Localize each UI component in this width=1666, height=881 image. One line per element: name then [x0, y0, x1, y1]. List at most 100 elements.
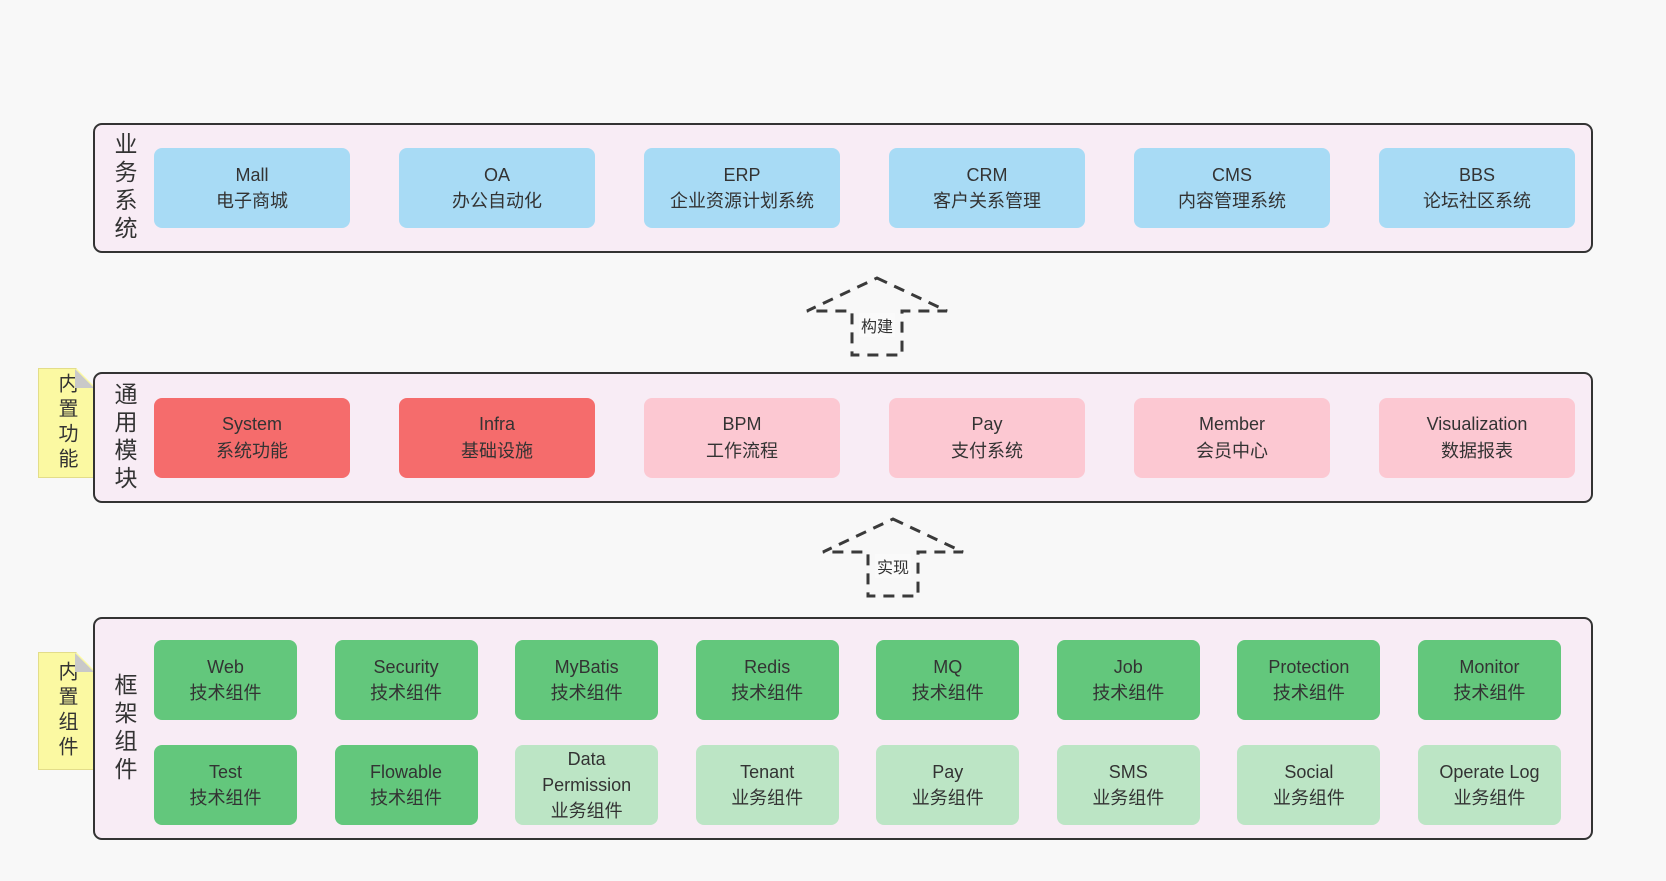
- module-box-social: Social 业务组件: [1237, 745, 1381, 825]
- module-name: Infra: [478, 414, 516, 435]
- module-name: Visualization: [1426, 414, 1528, 435]
- panel-common-modules-title: 通用模块: [111, 381, 137, 494]
- module-caption: 办公自动化: [452, 191, 542, 211]
- module-box-security: Security 技术组件: [334, 640, 478, 720]
- module-box-infra: Infra 基础设施: [399, 397, 595, 478]
- module-box-visualization: Visualization 数据报表: [1379, 397, 1575, 478]
- module-name: MyBatis: [554, 656, 619, 677]
- sticky-note-text: 内置功能: [55, 373, 77, 473]
- module-box-bbs: BBS 论坛社区系统: [1379, 148, 1575, 228]
- module-name: SMS: [1108, 761, 1148, 782]
- module-box-bpm: BPM 工作流程: [644, 397, 840, 478]
- module-name: Mall: [235, 164, 269, 185]
- module-caption: 技术组件: [189, 683, 262, 703]
- module-name: MQ: [933, 656, 963, 677]
- module-name: Data Permission: [542, 748, 632, 795]
- module-name: Operate Log: [1439, 761, 1540, 782]
- module-caption: 会员中心: [1196, 440, 1268, 461]
- module-caption: 支付系统: [951, 440, 1023, 461]
- module-box-mq: MQ 技术组件: [876, 640, 1020, 720]
- module-caption: 电子商城: [216, 191, 288, 211]
- sticky-note-builtin-components: 内置组件: [38, 652, 95, 770]
- arrow-build-label: 构建: [858, 313, 896, 337]
- module-box-member: Member 会员中心: [1134, 397, 1330, 478]
- module-caption: 基础设施: [461, 440, 533, 461]
- module-caption: 业务组件: [1092, 788, 1165, 808]
- panel-framework-components-title: 框架组件: [111, 672, 137, 785]
- module-caption: 工作流程: [706, 440, 778, 461]
- module-caption: 技术组件: [731, 683, 804, 703]
- module-caption: 内容管理系统: [1178, 191, 1286, 211]
- module-name: Member: [1198, 414, 1265, 435]
- module-name: BPM: [722, 414, 762, 435]
- module-name: Security: [373, 656, 439, 677]
- module-caption: 业务组件: [1453, 788, 1526, 808]
- module-name: ERP: [723, 164, 761, 185]
- module-caption: 业务组件: [911, 788, 984, 808]
- module-box-data-permission: Data Permission 业务组件: [515, 745, 659, 825]
- module-caption: 论坛社区系统: [1423, 191, 1531, 211]
- module-name: Protection: [1268, 656, 1350, 677]
- module-box-mall: Mall 电子商城: [154, 148, 350, 228]
- module-box-cms: CMS 内容管理系统: [1134, 148, 1330, 228]
- module-caption: 业务组件: [550, 801, 623, 822]
- module-box-tenant: Tenant 业务组件: [695, 745, 839, 825]
- module-box-monitor: Monitor 技术组件: [1417, 640, 1561, 720]
- note-fold-corner-icon: [75, 653, 94, 672]
- arrow-up-build: 构建: [805, 276, 949, 357]
- arrow-implement-label: 实现: [874, 554, 912, 578]
- sticky-note-text: 内置组件: [55, 661, 77, 761]
- arrow-up-implement: 实现: [821, 517, 965, 598]
- module-caption: 技术组件: [189, 788, 262, 808]
- module-box-oa: OA 办公自动化: [399, 148, 595, 228]
- module-caption: 业务组件: [1272, 788, 1345, 808]
- module-caption: 技术组件: [1453, 683, 1526, 703]
- dashed-up-arrow-icon: [822, 517, 964, 598]
- module-name: Monitor: [1459, 656, 1520, 677]
- module-name: BBS: [1458, 164, 1496, 185]
- module-name: Redis: [744, 656, 791, 677]
- module-box-pay: Pay 支付系统: [889, 397, 1085, 478]
- module-caption: 客户关系管理: [933, 191, 1041, 211]
- module-caption: 业务组件: [731, 788, 804, 808]
- module-name: System: [221, 414, 282, 435]
- module-name: Web: [207, 656, 244, 677]
- module-caption: 技术组件: [370, 683, 443, 703]
- module-name: CMS: [1212, 164, 1252, 185]
- module-caption: 技术组件: [1272, 683, 1345, 703]
- dashed-up-arrow-icon: [806, 276, 948, 357]
- module-caption: 数据报表: [1441, 440, 1513, 461]
- module-name: OA: [483, 164, 510, 185]
- sticky-note-builtin-features: 内置功能: [38, 368, 95, 478]
- note-fold-corner-icon: [75, 369, 94, 388]
- panel-business-systems-title: 业务系统: [111, 132, 137, 244]
- module-name: Tenant: [740, 761, 795, 782]
- module-box-sms: SMS 业务组件: [1056, 745, 1200, 825]
- module-box-protection: Protection 技术组件: [1237, 640, 1381, 720]
- module-name: CRM: [966, 164, 1008, 185]
- module-caption: 技术组件: [370, 788, 443, 808]
- module-name: Job: [1113, 656, 1143, 677]
- module-name: Pay: [971, 414, 1003, 435]
- module-name: Social: [1284, 761, 1334, 782]
- module-box-redis: Redis 技术组件: [695, 640, 839, 720]
- module-caption: 技术组件: [911, 683, 984, 703]
